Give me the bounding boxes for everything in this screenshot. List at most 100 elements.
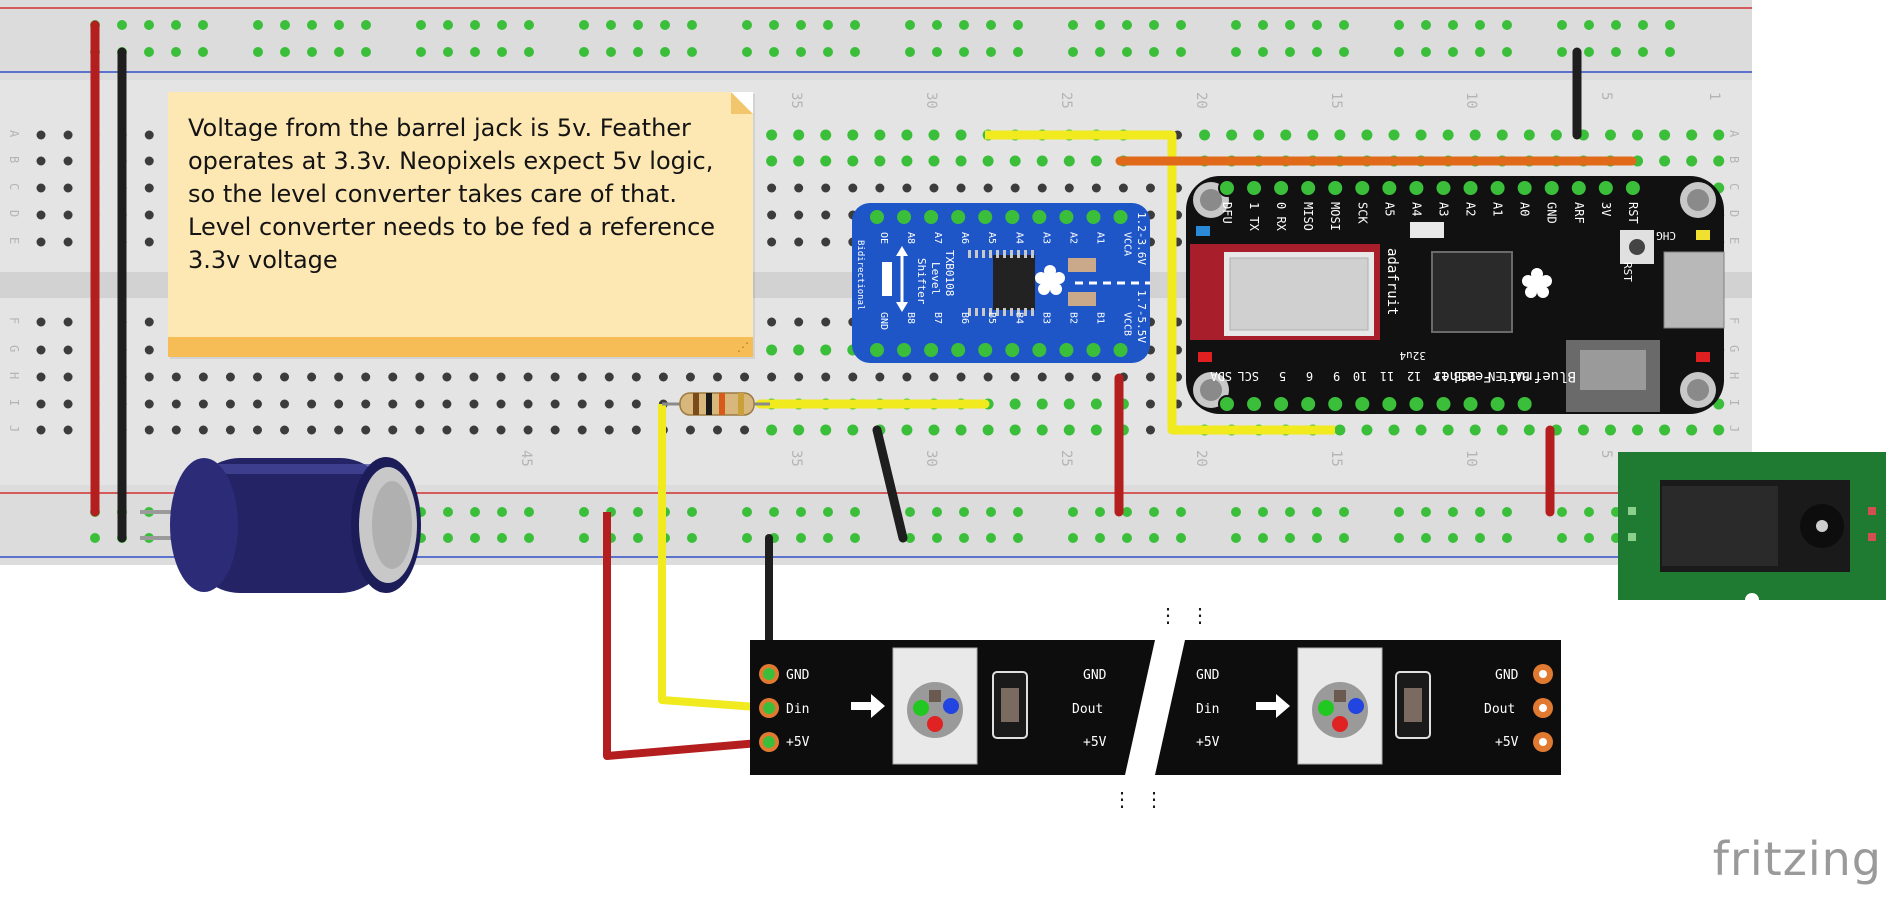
breadboard-hole bbox=[307, 372, 317, 382]
breadboard-hole bbox=[929, 372, 939, 382]
rail-hole bbox=[497, 20, 507, 30]
breadboard-hole bbox=[1713, 129, 1725, 141]
breadboard-hole bbox=[821, 372, 831, 382]
chip-leg bbox=[996, 308, 999, 316]
row-letter: H bbox=[7, 372, 21, 379]
breadboard-hole bbox=[604, 425, 614, 435]
shifter-pin-label: B8 bbox=[905, 312, 916, 324]
breadboard-hole bbox=[794, 237, 804, 247]
rail-hole bbox=[1176, 507, 1186, 517]
breadboard-hole bbox=[63, 372, 73, 382]
breadboard-hole bbox=[36, 237, 46, 247]
feather-pin-top bbox=[1542, 179, 1561, 197]
rail-hole bbox=[1611, 20, 1621, 30]
rail-hole bbox=[986, 20, 996, 30]
rail-hole bbox=[90, 533, 100, 543]
strip-pad-center bbox=[763, 702, 775, 714]
note-footer bbox=[168, 337, 753, 357]
breadboard-hole bbox=[1659, 424, 1671, 436]
column-number: 25 bbox=[1058, 450, 1074, 467]
shifter-pin-label: GND bbox=[878, 312, 889, 330]
strip-pad-center bbox=[1539, 738, 1547, 746]
rail-hole bbox=[1638, 20, 1648, 30]
row-letter: B bbox=[1727, 156, 1741, 163]
shifter-name-1: TXB0108 bbox=[943, 250, 956, 296]
row-letter: B bbox=[7, 156, 21, 163]
breadboard-hole bbox=[631, 399, 641, 409]
breadboard-hole bbox=[1334, 424, 1346, 436]
breadboard-hole bbox=[821, 317, 831, 327]
breadboard-hole bbox=[767, 237, 777, 247]
rail-hole bbox=[1095, 507, 1105, 517]
feather-pin-label: A2 bbox=[1464, 202, 1478, 216]
breadboard-hole bbox=[36, 345, 46, 355]
capacitor bbox=[140, 457, 421, 593]
breadboard-hole bbox=[902, 372, 912, 382]
breadboard-hole bbox=[63, 425, 73, 435]
breadboard-hole bbox=[685, 425, 695, 435]
column-number: 45 bbox=[518, 450, 534, 467]
breadboard-hole bbox=[767, 210, 777, 220]
breadboard-hole bbox=[1496, 129, 1508, 141]
breadboard-hole bbox=[874, 155, 886, 167]
barrel-jack bbox=[1618, 452, 1886, 607]
rail-hole bbox=[1312, 47, 1322, 57]
breadboard-hole bbox=[1009, 424, 1021, 436]
feather-pin-bottom bbox=[1488, 395, 1507, 413]
breadboard-hole bbox=[1713, 424, 1725, 436]
rail-hole bbox=[497, 507, 507, 517]
rail-hole bbox=[579, 47, 589, 57]
wire-yellow-top bbox=[985, 130, 1335, 435]
breadboard-hole bbox=[36, 317, 46, 327]
breadboard-hole bbox=[415, 372, 425, 382]
feather-pin-label: SDA bbox=[1210, 369, 1232, 383]
rail-hole bbox=[796, 533, 806, 543]
rail-hole bbox=[470, 47, 480, 57]
breadboard-hole bbox=[767, 317, 777, 327]
breadboard-hole bbox=[252, 425, 262, 435]
strip-seg2r-5v: +5V bbox=[1495, 735, 1519, 750]
column-number: 15 bbox=[1328, 92, 1344, 109]
chip-leg bbox=[1024, 250, 1027, 258]
note-box[interactable]: Voltage from the barrel jack is 5v. Feat… bbox=[168, 92, 753, 357]
breadboard-hole bbox=[821, 183, 831, 193]
feather-pin-top bbox=[1623, 179, 1642, 197]
row-letter: C bbox=[1727, 183, 1741, 190]
led-blue bbox=[943, 698, 959, 714]
rail-hole bbox=[1584, 507, 1594, 517]
breadboard-hole bbox=[1037, 372, 1047, 382]
rail-hole bbox=[1502, 20, 1512, 30]
breadboard-hole bbox=[1145, 372, 1155, 382]
rail-hole bbox=[687, 20, 697, 30]
shifter-pin-bottom bbox=[922, 341, 941, 359]
led-die bbox=[1334, 690, 1346, 702]
breadboard-hole bbox=[36, 156, 46, 166]
row-letter: F bbox=[1727, 317, 1741, 324]
feather-pin-label: RST bbox=[1626, 202, 1640, 224]
column-number: 15 bbox=[1328, 450, 1344, 467]
shifter-pin-top bbox=[1003, 208, 1022, 226]
rail-hole bbox=[253, 47, 263, 57]
rail-hole bbox=[850, 533, 860, 543]
rail-hole bbox=[361, 20, 371, 30]
breadboard-hole bbox=[144, 130, 154, 140]
breadboard-hole bbox=[766, 344, 778, 356]
shifter-pin-label: A7 bbox=[932, 232, 943, 244]
resize-grip-icon[interactable]: ⋰ bbox=[737, 340, 749, 354]
breadboard-hole bbox=[523, 399, 533, 409]
breadboard-hole bbox=[820, 344, 832, 356]
breadboard-hole bbox=[1469, 424, 1481, 436]
rail-hole bbox=[497, 533, 507, 543]
led-lens bbox=[1312, 682, 1368, 738]
rail-hole bbox=[1122, 507, 1132, 517]
rail-hole bbox=[742, 507, 752, 517]
rail-hole bbox=[932, 20, 942, 30]
chip-leg bbox=[989, 250, 992, 258]
breadboard-hole bbox=[523, 372, 533, 382]
row-letter: E bbox=[7, 237, 21, 244]
rail-hole bbox=[334, 20, 344, 30]
rail-hole bbox=[1584, 20, 1594, 30]
breadboard-hole bbox=[469, 372, 479, 382]
rail-hole bbox=[144, 20, 154, 30]
feather-pin-label: ARF bbox=[1572, 202, 1586, 224]
